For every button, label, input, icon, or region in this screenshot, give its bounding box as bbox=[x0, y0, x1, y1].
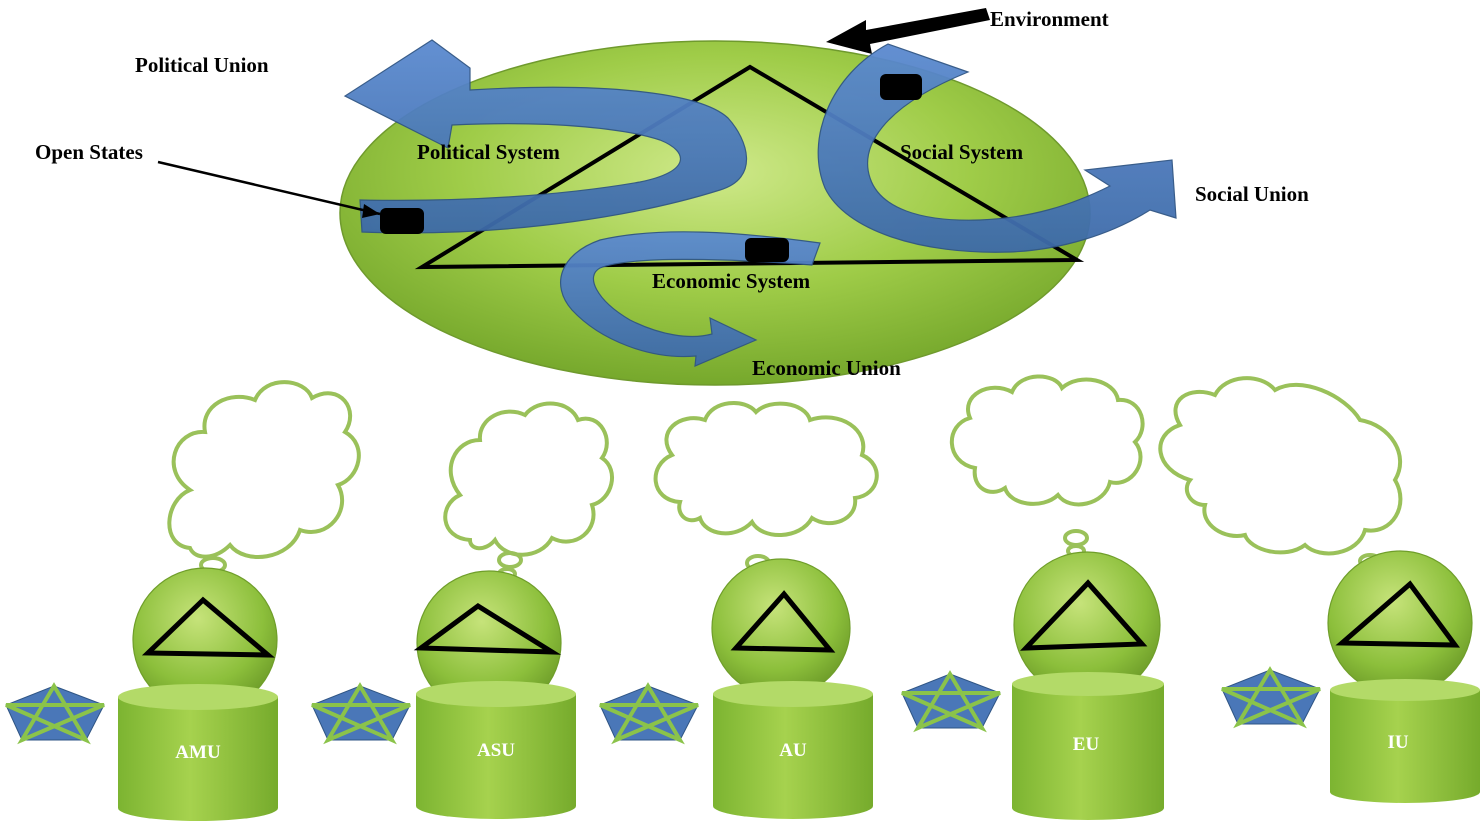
thought-cloud-icon bbox=[653, 400, 879, 537]
economic-union-arrow-icon bbox=[559, 231, 821, 367]
triangle-icon bbox=[141, 596, 275, 658]
open-states-pointer-head bbox=[362, 204, 380, 218]
cylinder-body bbox=[713, 694, 873, 819]
triangle-icon bbox=[730, 590, 836, 653]
unit-label: AU bbox=[779, 740, 807, 761]
star-lines bbox=[599, 682, 699, 745]
political-union-arrow-icon bbox=[343, 39, 748, 234]
cylinder-body bbox=[416, 694, 576, 819]
environment-arrow-icon bbox=[826, 8, 990, 54]
system-ball bbox=[711, 558, 851, 698]
political-union-label: Political Union bbox=[135, 53, 269, 77]
unit-label: AMU bbox=[175, 742, 221, 763]
open-state-marker bbox=[380, 208, 424, 234]
unit-asu: ASU bbox=[311, 401, 614, 819]
unit-iu: IU bbox=[1158, 376, 1480, 803]
systems-triangle bbox=[414, 64, 1085, 270]
unit-label: IU bbox=[1387, 732, 1408, 753]
triangle-icon bbox=[413, 602, 562, 655]
cylinder-body bbox=[1330, 690, 1480, 803]
thought-cloud-icon bbox=[167, 380, 361, 559]
economic-marker bbox=[745, 238, 789, 262]
thought-bubble-icon bbox=[1063, 529, 1089, 547]
open-states-pointer bbox=[157, 160, 381, 216]
cylinder-top bbox=[1330, 679, 1480, 701]
unit-amu: AMU bbox=[5, 380, 361, 821]
triangle-icon bbox=[1335, 580, 1461, 648]
thought-cloud-icon bbox=[443, 401, 614, 557]
system-ball bbox=[1327, 550, 1473, 696]
cylinder-top bbox=[118, 684, 278, 710]
unit-eu: EU bbox=[901, 374, 1164, 820]
cylinder-body bbox=[1012, 684, 1164, 820]
social-system-label: Social System bbox=[900, 140, 1024, 164]
open-states-label: Open States bbox=[35, 140, 143, 164]
thought-cloud-icon bbox=[1158, 376, 1403, 556]
thought-bubble-icon bbox=[497, 551, 523, 569]
economic-system-label: Economic System bbox=[652, 269, 811, 293]
cylinder-top bbox=[713, 681, 873, 707]
star-lines bbox=[5, 682, 105, 745]
economic-union-label: Economic Union bbox=[752, 356, 901, 380]
social-union-label: Social Union bbox=[1195, 182, 1309, 206]
unit-label: ASU bbox=[477, 740, 515, 761]
triangle-icon bbox=[1019, 579, 1148, 651]
unit-label: EU bbox=[1073, 734, 1100, 755]
unit-au: AU bbox=[599, 400, 879, 819]
cylinder-top bbox=[416, 681, 576, 707]
political-system-label: Political System bbox=[417, 140, 560, 164]
environment-label: Environment bbox=[990, 7, 1109, 31]
thought-cloud-icon bbox=[949, 374, 1145, 507]
star-lines bbox=[901, 670, 1001, 733]
social-marker bbox=[880, 74, 922, 100]
star-lines bbox=[311, 682, 411, 745]
cylinder-body bbox=[118, 697, 278, 821]
star-lines bbox=[1221, 666, 1321, 729]
cylinder-top bbox=[1012, 672, 1164, 696]
